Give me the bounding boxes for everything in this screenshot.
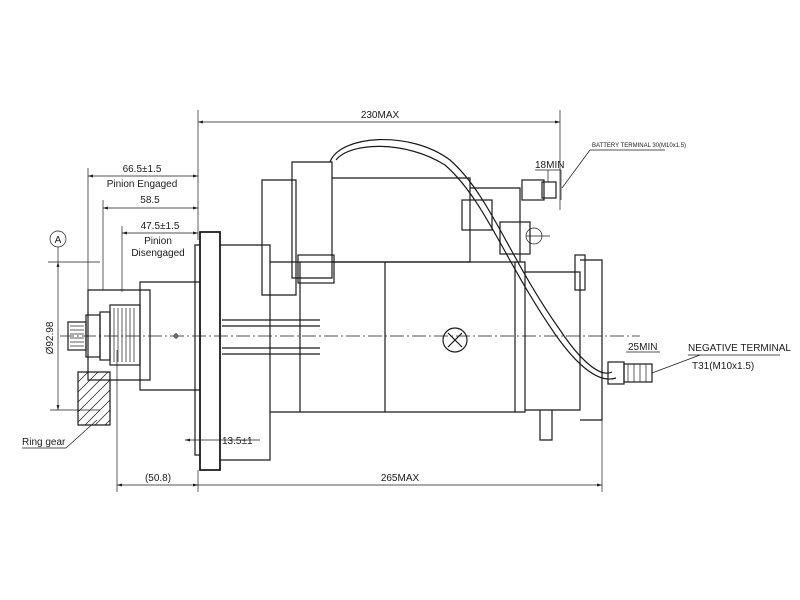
solenoid xyxy=(261,161,550,296)
dim-58-label: 58.5 xyxy=(140,195,160,206)
dim-25min-label: 25MIN xyxy=(628,342,657,353)
dimension-diameter: Ø92.98 xyxy=(45,262,100,411)
battery-wire xyxy=(329,138,617,380)
dim-pinion-disengaged-value: 47.5±1.5 xyxy=(141,221,180,232)
drive-housing xyxy=(173,231,271,471)
datum-a: A xyxy=(48,230,100,263)
dim-diameter-label: Ø92.98 xyxy=(45,321,56,354)
dimension-pinion-engaged: 66.5±1.5 Pinion Engaged xyxy=(87,164,198,290)
dimension-pinion-disengaged: 47.5±1.5 Pinion Disengaged xyxy=(121,221,198,292)
battery-terminal-label: BATTERY TERMINAL 30(M10x1.5) xyxy=(592,143,686,149)
dim-pinion-disengaged-label-2: Disengaged xyxy=(131,248,184,259)
ring-gear: Ring gear xyxy=(22,371,111,449)
negative-terminal: 25MIN NEGATIVE TERMINAL T31(M10x1.5) xyxy=(607,342,791,385)
dim-pinion-engaged-value: 66.5±1.5 xyxy=(123,164,162,175)
ring-gear-label: Ring gear xyxy=(22,437,66,448)
dim-18min-label: 18MIN xyxy=(535,160,564,171)
dim-flange-label: 13.5±1 xyxy=(222,436,253,447)
dimension-58-5: 58.5 xyxy=(102,195,198,290)
dim-230max-label: 230MAX xyxy=(361,110,400,121)
datum-a-label: A xyxy=(55,235,62,246)
battery-terminal: 18MIN BATTERY TERMINAL 30(M10x1.5) xyxy=(535,143,686,200)
dimension-flange: 13.5±1 xyxy=(185,436,260,447)
dim-offset-label: (50.8) xyxy=(145,473,171,484)
dim-pinion-disengaged-label-1: Pinion xyxy=(144,236,172,247)
dim-pinion-engaged-label: Pinion Engaged xyxy=(107,179,178,190)
motor-body xyxy=(222,254,603,441)
dimension-230max: 230MAX xyxy=(197,110,561,240)
negative-terminal-label-1: NEGATIVE TERMINAL xyxy=(688,343,791,354)
dim-265max-label: 265MAX xyxy=(381,473,420,484)
negative-terminal-label-2: T31(M10x1.5) xyxy=(692,361,754,372)
dimension-bottom: (50.8) 265MAX xyxy=(116,350,603,492)
